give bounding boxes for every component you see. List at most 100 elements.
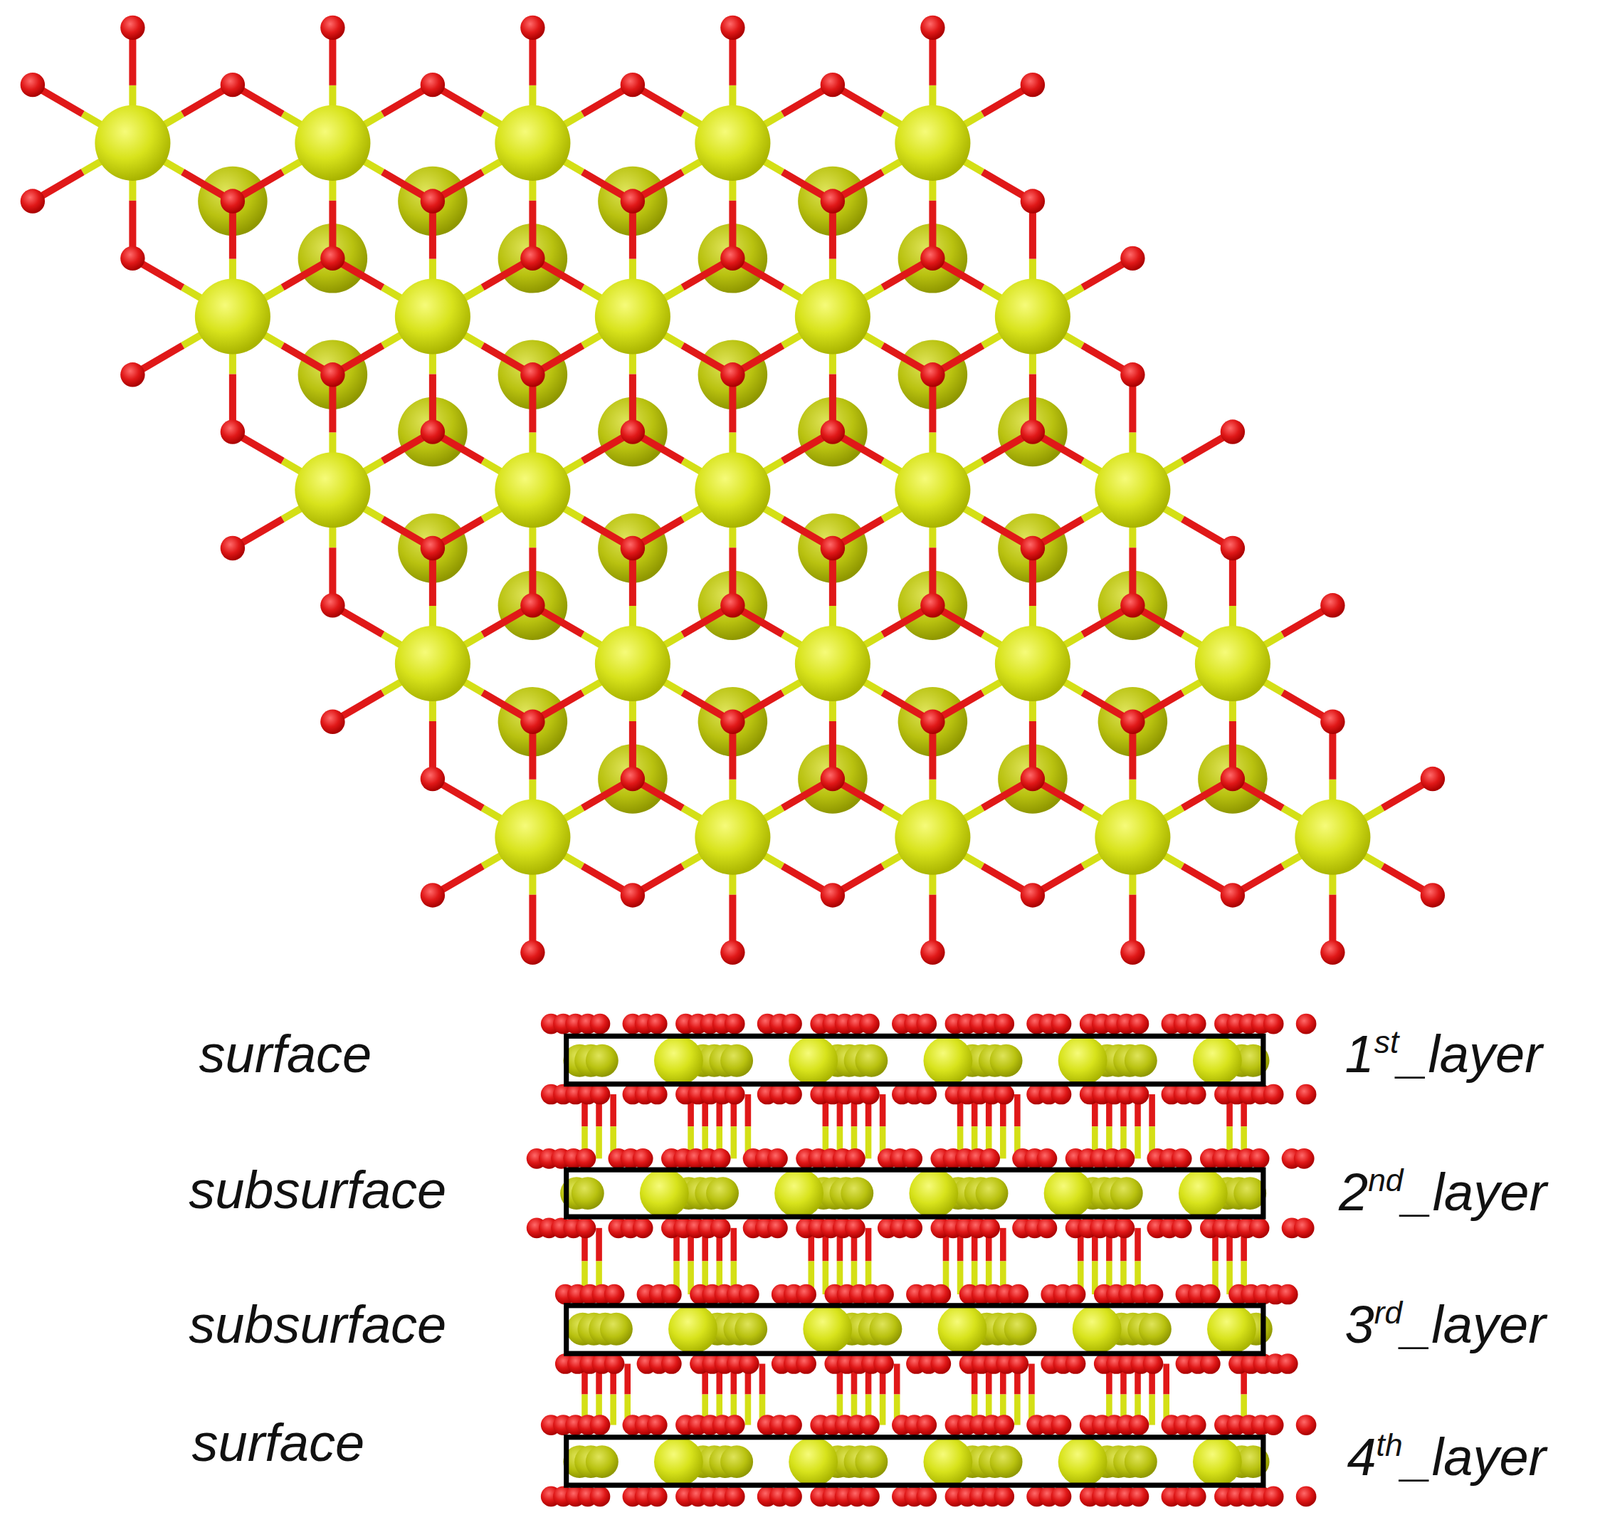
oxygen-atom xyxy=(916,1013,937,1035)
oxygen-atom xyxy=(844,1217,866,1239)
oxygen-atom xyxy=(661,1353,682,1374)
oxygen-atom xyxy=(1263,1083,1284,1105)
layer-index-label: 1st_layer xyxy=(1345,1027,1543,1081)
bond xyxy=(759,1363,766,1395)
metal-atom xyxy=(1058,1035,1108,1085)
oxygen-atom xyxy=(120,362,145,387)
metal-atom xyxy=(720,1444,754,1478)
oxygen-atom xyxy=(781,1013,803,1035)
oxygen-atom xyxy=(916,1486,937,1507)
oxygen-atom xyxy=(1185,1083,1207,1105)
metal-atom xyxy=(1004,1312,1038,1346)
metal-atom xyxy=(639,1168,689,1218)
oxygen-atom xyxy=(20,188,45,213)
oxygen-atom xyxy=(993,1013,1015,1035)
oxygen-atom xyxy=(520,15,545,40)
oxygen-atom xyxy=(930,1283,952,1305)
metal-atom xyxy=(908,1168,959,1218)
metal-atom xyxy=(990,1444,1023,1478)
oxygen-atom xyxy=(820,72,845,97)
oxygen-atom xyxy=(1296,1013,1317,1035)
layer-role-label: subsurface xyxy=(188,1298,447,1351)
oxygen-atom xyxy=(320,246,345,271)
oxygen-atom xyxy=(979,1217,1000,1239)
oxygen-atom xyxy=(604,1353,625,1374)
oxygen-atom xyxy=(1320,709,1345,734)
metal-atom xyxy=(1110,1176,1144,1210)
oxygen-atom xyxy=(590,1414,611,1435)
surface-atom xyxy=(494,451,571,528)
oxygen-atom xyxy=(1420,766,1445,791)
oxygen-atom xyxy=(916,1083,937,1105)
bond xyxy=(595,1125,603,1159)
bond xyxy=(609,1093,617,1126)
oxygen-atom xyxy=(920,246,945,271)
oxygen-atom xyxy=(1114,1148,1136,1169)
oxygen-atom xyxy=(220,535,245,561)
oxygen-atom xyxy=(767,1217,788,1239)
oxygen-atom xyxy=(1120,362,1145,387)
oxygen-atom xyxy=(820,419,845,444)
side-view xyxy=(526,1013,1317,1507)
oxygen-atom xyxy=(795,1283,817,1305)
oxygen-atom xyxy=(901,1217,923,1239)
oxygen-atom xyxy=(1293,1217,1315,1239)
layer-index-label: 2nd_layer xyxy=(1338,1165,1547,1219)
surface-atom xyxy=(1094,451,1171,528)
oxygen-atom xyxy=(795,1353,817,1374)
bond xyxy=(879,1394,887,1425)
surface-atom xyxy=(195,279,271,355)
surface-atom xyxy=(494,105,571,181)
surface-atom xyxy=(795,279,871,355)
oxygen-atom xyxy=(1120,940,1145,965)
oxygen-atom xyxy=(1065,1283,1087,1305)
oxygen-atom xyxy=(220,419,245,444)
surface-atom xyxy=(894,451,971,528)
metal-atom xyxy=(585,1444,619,1478)
metal-atom xyxy=(1138,1312,1172,1346)
bond xyxy=(730,1125,738,1159)
oxygen-atom xyxy=(1220,535,1245,561)
oxygen-atom xyxy=(920,940,945,965)
oxygen-atom xyxy=(604,1283,625,1305)
oxygen-atom xyxy=(620,766,645,791)
oxygen-atom xyxy=(1007,1353,1029,1374)
oxygen-atom xyxy=(1263,1414,1284,1435)
oxygen-atom xyxy=(1020,882,1045,907)
oxygen-atom xyxy=(920,15,945,40)
bond xyxy=(745,1394,752,1425)
metal-atom xyxy=(975,1176,1009,1210)
oxygen-atom xyxy=(1263,1486,1284,1507)
metal-atom xyxy=(1072,1303,1122,1354)
oxygen-atom xyxy=(720,246,745,271)
metal-atom xyxy=(1124,1444,1158,1478)
metal-atom xyxy=(788,1035,838,1085)
bond xyxy=(893,1363,901,1395)
surface-atom xyxy=(1294,799,1371,875)
metal-atom xyxy=(854,1044,888,1077)
surface-atom xyxy=(894,799,971,875)
metal-atom xyxy=(654,1035,704,1085)
oxygen-atom xyxy=(620,72,645,97)
oxygen-atom xyxy=(1296,1486,1317,1507)
surface-atom xyxy=(395,279,471,355)
oxygen-atom xyxy=(859,1414,880,1435)
bond xyxy=(1162,1363,1170,1395)
bond xyxy=(1148,1093,1156,1126)
metal-atom xyxy=(706,1176,739,1210)
oxygen-atom xyxy=(320,709,345,734)
oxygen-atom xyxy=(1020,766,1045,791)
metal-atom xyxy=(668,1303,718,1354)
oxygen-atom xyxy=(1051,1013,1072,1035)
bond xyxy=(595,1227,603,1262)
oxygen-atom xyxy=(1143,1283,1164,1305)
layer-boxes xyxy=(566,1035,1264,1485)
oxygen-atom xyxy=(1020,188,1045,213)
oxygen-atom xyxy=(1128,1414,1150,1435)
bond xyxy=(879,1093,887,1126)
oxygen-atom xyxy=(1277,1353,1299,1374)
oxygen-atom xyxy=(724,1013,746,1035)
metal-atom xyxy=(923,1437,973,1487)
metal-atom xyxy=(654,1437,704,1487)
oxygen-atom xyxy=(979,1148,1000,1169)
